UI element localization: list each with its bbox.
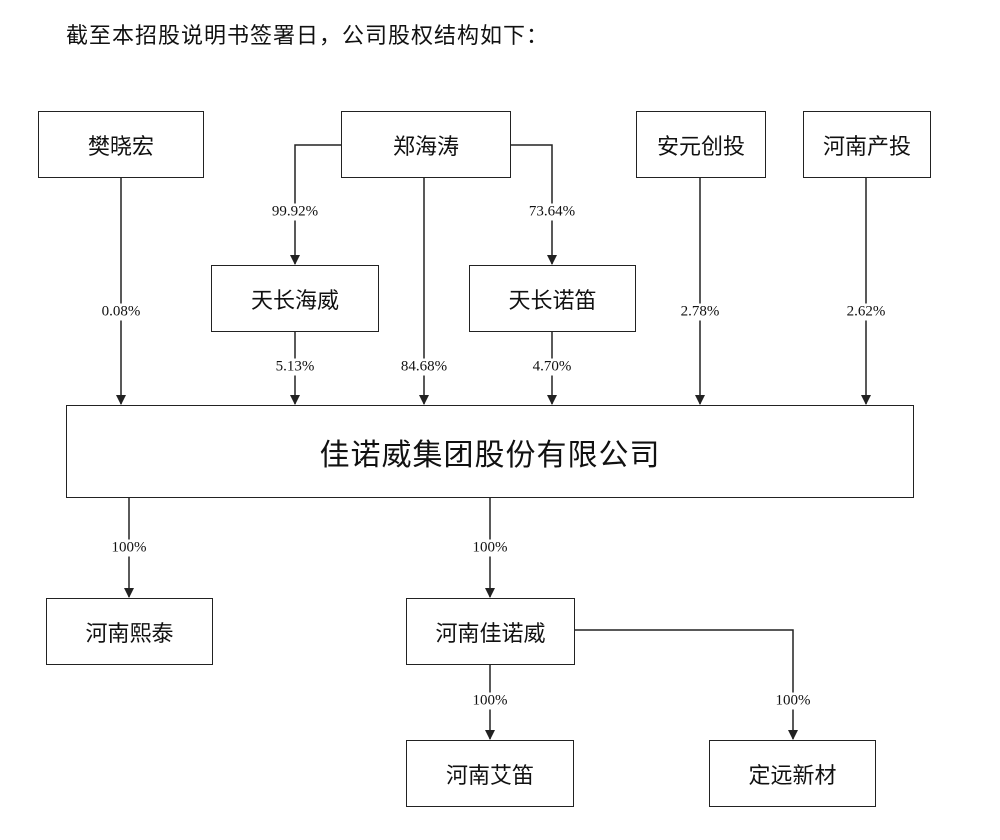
label-henan-invest-company: 2.62% [844,303,888,321]
label-zheng-haiwei: 99.92% [269,203,321,221]
label-zheng-company: 84.68% [398,358,450,376]
node-zheng: 郑海涛 [341,111,511,178]
node-company: 佳诺威集团股份有限公司 [66,405,914,498]
node-dingyuan: 定远新材 [709,740,876,807]
label-haiwei-company: 5.13% [273,358,317,376]
node-henan-jianuowei: 河南佳诺威 [406,598,575,665]
node-tianchang-haiwei: 天长海威 [211,265,379,332]
node-henan-xitai: 河南熙泰 [46,598,213,665]
label-fan-company: 0.08% [99,303,143,321]
node-henan-aidi: 河南艾笛 [406,740,574,807]
node-anyuan: 安元创投 [636,111,766,178]
edge-jianuowei-dingyuan [575,629,798,740]
label-zheng-nuodi: 73.64% [526,203,578,221]
edge-zheng-haiwei [290,144,342,265]
node-fan: 樊晓宏 [38,111,204,178]
node-tianchang-nuodi: 天长诺笛 [469,265,636,332]
intro-text: 截至本招股说明书签署日，公司股权结构如下： [66,24,550,49]
label-nuodi-company: 4.70% [530,358,574,376]
label-company-xitai: 100% [109,539,149,557]
node-henan-invest: 河南产投 [803,111,931,178]
label-anyuan-company: 2.78% [678,303,722,321]
label-jianuowei-aidi: 100% [470,692,510,710]
edge-zheng-nuodi [510,144,557,265]
label-jianuowei-dingyuan: 100% [773,692,813,710]
label-company-jianuowei: 100% [470,539,510,557]
